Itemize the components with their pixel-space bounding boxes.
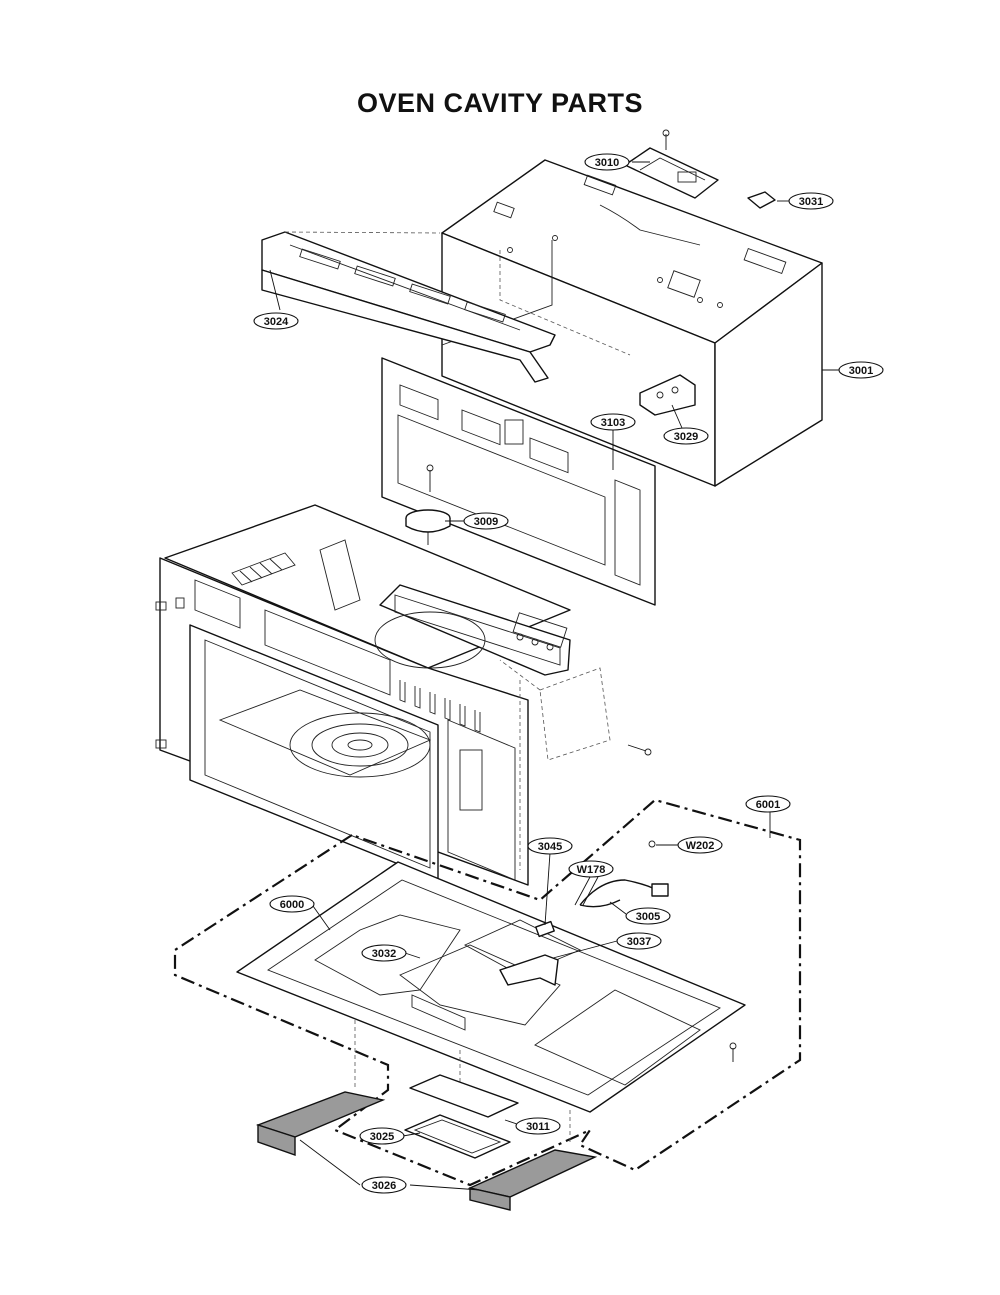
svg-text:3005: 3005 — [636, 911, 660, 923]
label-W202: W202 — [677, 836, 723, 854]
svg-text:3037: 3037 — [627, 936, 651, 948]
label-3005: 3005 — [625, 907, 671, 925]
outer-case-3001 — [441, 159, 823, 487]
cover-3011 — [409, 1074, 519, 1118]
label-3009: 3009 — [463, 512, 509, 530]
page-title: OVEN CAVITY PARTS — [356, 88, 644, 118]
label-3029: 3029 — [663, 427, 709, 445]
label-3024: 3024 — [253, 312, 299, 330]
label-3032: 3032 — [361, 944, 407, 962]
label-3103: 3103 — [590, 413, 636, 431]
label-3037: 3037 — [616, 932, 662, 950]
filter-3026-left — [255, 1091, 386, 1156]
vent-grille-3024 — [261, 231, 556, 383]
panel-3103 — [381, 357, 656, 606]
label-3026: 3026 — [361, 1176, 407, 1194]
svg-text:3001: 3001 — [849, 365, 873, 377]
wire-harness-3005 — [579, 840, 669, 908]
svg-text:6001: 6001 — [756, 799, 780, 811]
svg-text:3009: 3009 — [474, 516, 498, 528]
label-W178: W178 — [568, 860, 614, 878]
svg-text:3025: 3025 — [370, 1131, 394, 1143]
base-plate-6000 — [236, 861, 746, 1113]
label-3001: 3001 — [838, 361, 884, 379]
thermostat-3045 — [535, 920, 555, 938]
label-3031: 3031 — [788, 192, 834, 210]
svg-text:3103: 3103 — [601, 417, 625, 429]
cover-3025 — [404, 1114, 511, 1159]
svg-text:3010: 3010 — [595, 157, 619, 169]
svg-text:3026: 3026 — [372, 1180, 396, 1192]
svg-text:W178: W178 — [577, 864, 606, 876]
svg-text:3024: 3024 — [264, 316, 289, 328]
screw-cavity — [627, 744, 652, 756]
svg-text:3032: 3032 — [372, 948, 396, 960]
label-3025: 3025 — [359, 1127, 405, 1145]
screw-panel — [426, 464, 434, 492]
filter-3026-right — [467, 1149, 598, 1211]
clip-3031 — [747, 191, 776, 209]
label-6001: 6001 — [745, 795, 791, 813]
svg-text:3029: 3029 — [674, 431, 698, 443]
label-3045: 3045 — [527, 837, 573, 855]
cavity-assembly — [155, 504, 611, 886]
svg-text:W202: W202 — [686, 840, 715, 852]
svg-text:3045: 3045 — [538, 841, 562, 853]
assembly-boundary-6001 — [173, 798, 802, 1187]
fan-motor-3009 — [405, 509, 451, 545]
svg-text:6000: 6000 — [280, 899, 304, 911]
bracket-3010 — [624, 129, 719, 199]
svg-text:3031: 3031 — [799, 196, 823, 208]
label-3010: 3010 — [584, 153, 630, 171]
label-6000: 6000 — [269, 895, 315, 913]
svg-text:3011: 3011 — [526, 1121, 550, 1133]
label-3011: 3011 — [515, 1117, 561, 1135]
bracket-3029 — [639, 374, 696, 416]
